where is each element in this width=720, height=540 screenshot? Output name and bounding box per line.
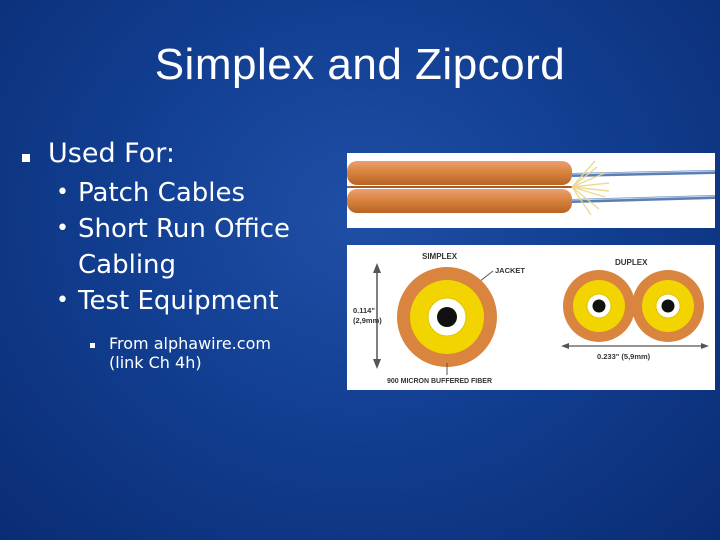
cable-cross-section-diagram: 0.114" (2,9mm) SIMPLEX JACKET 900 MICRON… — [353, 252, 709, 385]
slide-title: Simplex and Zipcord — [154, 40, 566, 89]
zipcord-cable-photo — [347, 153, 716, 228]
dot-bullet-icon: • — [56, 216, 69, 241]
source-note: From alphawire.com (link Ch 4h) — [90, 334, 271, 372]
simplex-duplex-diagram: 0.114" (2,9mm) SIMPLEX JACKET 900 MICRON… — [347, 245, 715, 390]
source-note-line2: (link Ch 4h) — [109, 353, 202, 372]
dot-bullet-icon: • — [56, 180, 69, 205]
zipcord-cable-illustration — [347, 160, 716, 216]
source-note-line1: From alphawire.com — [109, 334, 271, 353]
fiber-label: 900 MICRON BUFFERED FIBER — [387, 378, 492, 385]
simplex-dim-in: 0.114" — [353, 306, 375, 315]
sub-bullet-item: • Patch Cables — [56, 175, 346, 211]
bullet-used-for: Used For: — [22, 138, 175, 169]
bullet-used-for-label: Used For: — [48, 138, 175, 169]
source-note-text: From alphawire.com (link Ch 4h) — [109, 334, 271, 372]
square-bullet-icon — [90, 343, 95, 348]
simplex-label: SIMPLEX — [422, 252, 458, 261]
simplex-dim-mm: (2,9mm) — [353, 316, 382, 325]
square-bullet-icon — [22, 154, 30, 162]
sub-bullet-list: • Patch Cables • Short Run Office Cablin… — [56, 175, 346, 319]
duplex-label: DUPLEX — [615, 258, 648, 267]
sub-bullet-label: Short Run Office Cabling — [78, 214, 291, 280]
sub-bullet-item: • Short Run Office Cabling — [56, 211, 346, 283]
sub-bullet-item: • Test Equipment — [56, 283, 346, 319]
sub-bullet-label: Test Equipment — [78, 286, 279, 316]
duplex-dim: 0.233" (5,9mm) — [597, 352, 651, 361]
jacket-label: JACKET — [495, 266, 525, 275]
dot-bullet-icon: • — [56, 288, 69, 313]
sub-bullet-label: Patch Cables — [78, 178, 246, 208]
